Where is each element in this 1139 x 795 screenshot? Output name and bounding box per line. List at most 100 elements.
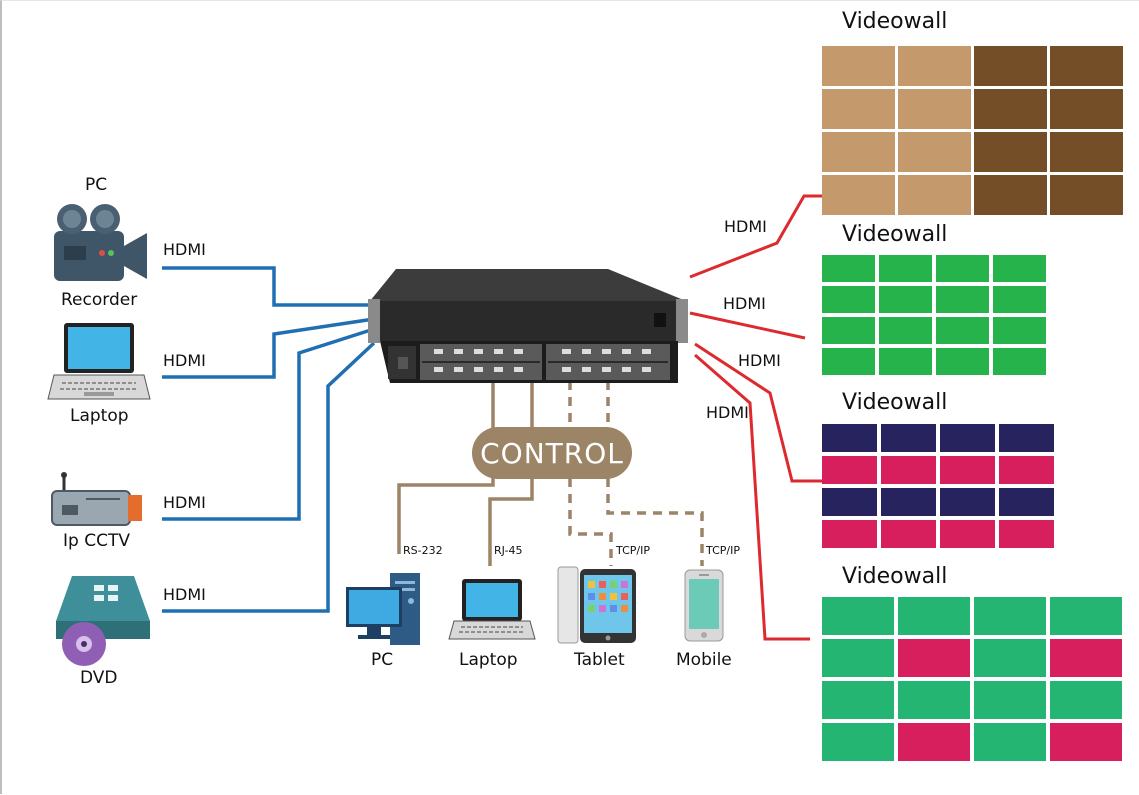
output-link-wall2 — [689, 311, 806, 340]
output-link-wall3 — [694, 342, 822, 483]
videowall-tile — [999, 456, 1054, 484]
videowall-tile — [881, 424, 936, 452]
videowall-tile — [1050, 723, 1122, 761]
videowall-tile — [974, 89, 1047, 129]
controller-label-pc: PC — [371, 650, 394, 670]
source-label-laptop: Laptop — [70, 406, 129, 426]
videowall-tile — [1050, 597, 1122, 635]
videowall-tile — [822, 681, 894, 719]
output-hdmi-label-2: HDMI — [723, 294, 766, 313]
videowall-tile — [999, 488, 1054, 516]
control-links — [397, 381, 534, 566]
matrix-switcher — [368, 269, 688, 383]
videowall-tile — [898, 46, 971, 86]
desktop-pc-icon — [346, 573, 420, 645]
laptop-icon — [47, 323, 151, 400]
videowall-tile — [822, 488, 877, 516]
videowall-tile — [879, 255, 932, 282]
source-top-label: PC — [85, 175, 108, 195]
videowall-tile — [898, 175, 971, 215]
input-links — [162, 266, 376, 613]
controller-label-mobile: Mobile — [676, 650, 732, 670]
videowall-tile — [1050, 175, 1123, 215]
output-hdmi-label-3: HDMI — [738, 351, 781, 370]
videowall-tile — [993, 348, 1046, 375]
input-hdmi-label-1: HDMI — [163, 240, 206, 259]
input-hdmi-label-3: HDMI — [163, 493, 206, 512]
videowall-tile — [879, 348, 932, 375]
videowall-title-4: Videowall — [842, 564, 948, 589]
output-hdmi-label-4: HDMI — [706, 403, 749, 422]
videowall-tile — [1050, 132, 1123, 172]
videowall-tile — [993, 255, 1046, 282]
input-link-laptop — [162, 317, 375, 379]
input-hdmi-label-2: HDMI — [163, 351, 206, 370]
videowall-3 — [822, 424, 1054, 548]
videowall-tile — [993, 286, 1046, 313]
tablet-icon — [557, 566, 636, 644]
videowall-tile — [822, 424, 877, 452]
videowall-tile — [881, 488, 936, 516]
videowall-tile — [999, 520, 1054, 548]
videowall-tile — [974, 132, 1047, 172]
videowall-tile — [898, 681, 970, 719]
videowall-tile — [898, 597, 970, 635]
link-label-rj45: RJ-45 — [494, 544, 523, 557]
videowall-tile — [936, 286, 989, 313]
output-link-wall1 — [689, 194, 824, 279]
videowall-tile — [822, 132, 895, 172]
output-links — [689, 194, 824, 641]
videowall-tile — [822, 348, 875, 375]
controller-label-laptop: Laptop — [459, 650, 518, 670]
mobile-phone-icon — [684, 569, 724, 642]
videowall-tile — [898, 89, 971, 129]
link-label-tcpip-mobile: TCP/IP — [706, 544, 740, 557]
videowall-tile — [822, 255, 875, 282]
videowall-tile — [974, 639, 1046, 677]
videowall-tile — [974, 175, 1047, 215]
videowall-tile — [898, 723, 970, 761]
control-link-tcpip-mobile — [606, 478, 704, 566]
link-label-rs232: RS-232 — [403, 544, 443, 557]
videowall-title-2: Videowall — [842, 222, 948, 247]
videowall-tile — [822, 456, 877, 484]
videowall-tile — [822, 597, 894, 635]
videowall-4 — [822, 597, 1122, 761]
videowall-tile — [993, 317, 1046, 344]
source-label-dvd: DVD — [80, 668, 118, 688]
videowall-tile — [898, 132, 971, 172]
videowall-tile — [1050, 639, 1122, 677]
laptop-icon — [448, 579, 536, 640]
videowall-tile — [940, 456, 995, 484]
control-link-rs232 — [397, 478, 495, 554]
videowall-tile — [999, 424, 1054, 452]
videowall-tile — [881, 520, 936, 548]
link-label-tcpip-tablet: TCP/IP — [616, 544, 650, 557]
videowall-tile — [1050, 681, 1122, 719]
videowall-2 — [822, 255, 1046, 375]
input-hdmi-label-4: HDMI — [163, 585, 206, 604]
videowall-tile — [881, 456, 936, 484]
videowall-tile — [1050, 89, 1123, 129]
video-camera-icon — [54, 204, 147, 281]
source-label-recorder: Recorder — [61, 290, 138, 310]
videowall-tile — [936, 255, 989, 282]
videowall-tile — [822, 723, 894, 761]
videowall-tile — [974, 46, 1047, 86]
videowall-tile — [1050, 46, 1123, 86]
videowall-tile — [974, 597, 1046, 635]
videowall-tile — [822, 89, 895, 129]
ip-camera-icon — [51, 472, 142, 526]
dvd-player-icon — [56, 576, 150, 666]
videowall-title-1: Videowall — [842, 9, 948, 34]
videowall-tile — [879, 317, 932, 344]
videowall-tile — [822, 520, 877, 548]
videowall-tile — [822, 175, 895, 215]
videowall-tile — [822, 639, 894, 677]
videowall-tile — [974, 681, 1046, 719]
videowall-title-3: Videowall — [842, 390, 948, 415]
input-link-ipcctv — [162, 327, 375, 521]
videowall-tile — [822, 46, 895, 86]
